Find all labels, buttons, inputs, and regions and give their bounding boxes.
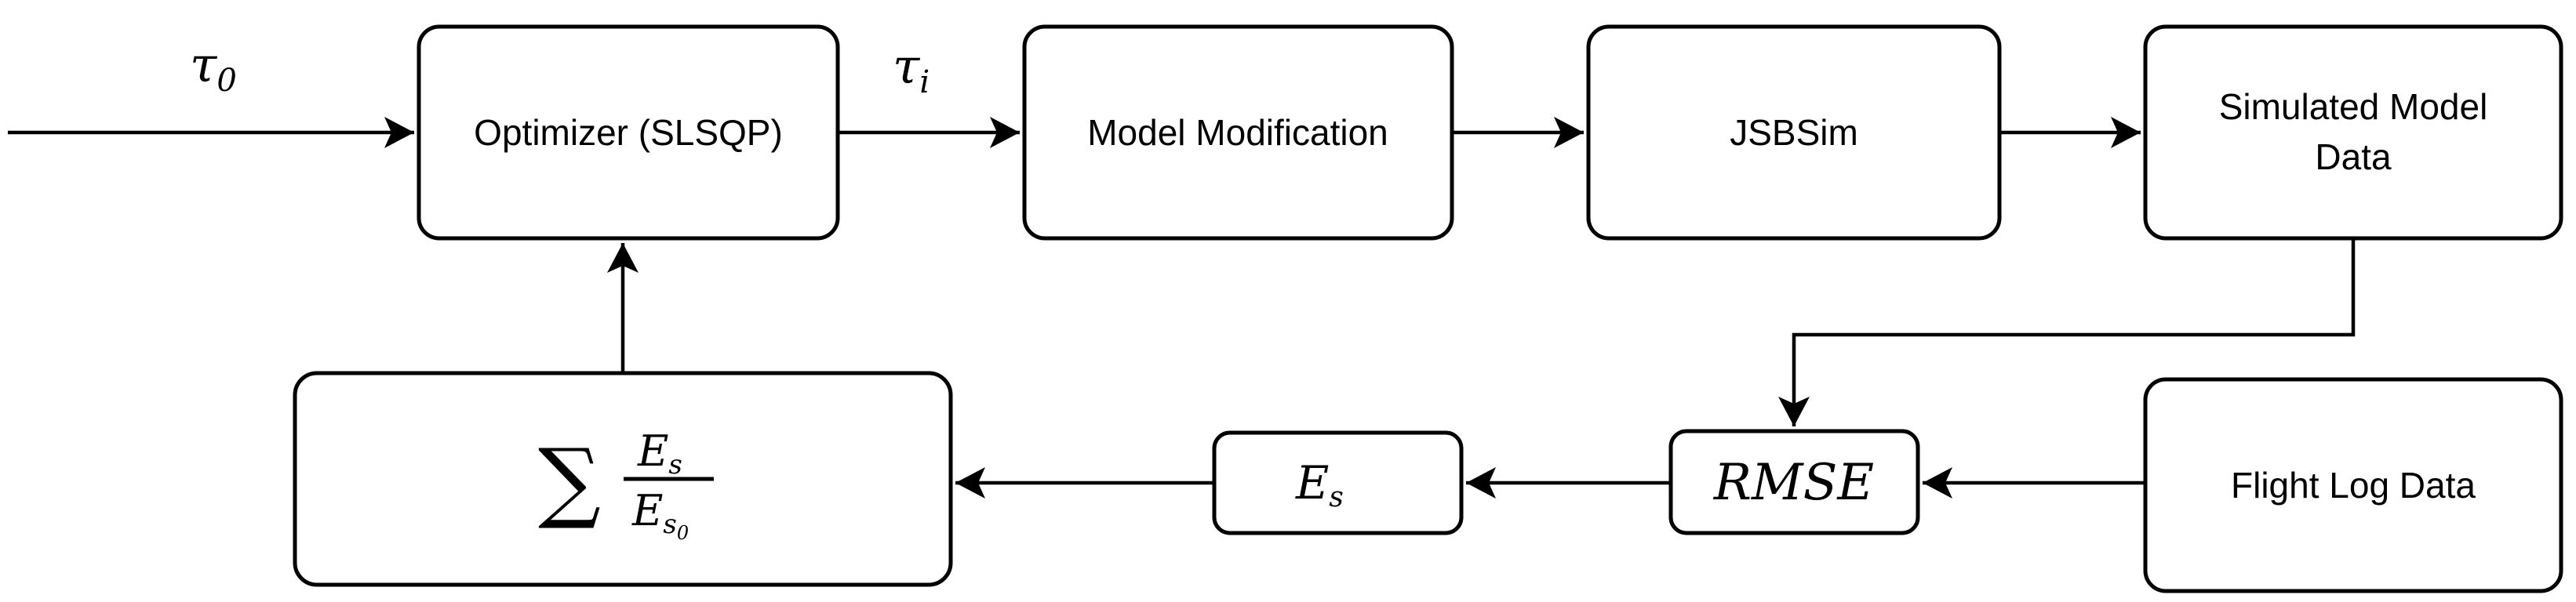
sum-numerator: Es — [637, 426, 682, 481]
edge-simulated-model-data-to-rmse — [1778, 238, 2356, 426]
es-label: Es — [1295, 456, 1344, 513]
rmse-label: RMSE — [1713, 454, 1874, 512]
optimizer-box — [417, 24, 840, 241]
es-box — [1212, 430, 1464, 535]
node-jsbsim: JSBSim — [1586, 24, 2002, 241]
node-simulated-model-data: Simulated Model Data — [2143, 24, 2563, 241]
edge-label-tau-i: τi — [893, 38, 930, 100]
simulated-model-data-box — [2143, 24, 2563, 241]
model-modification-label: Model Modification — [1087, 112, 1388, 153]
node-es: Es — [1212, 430, 1464, 535]
simulated-model-data-label-line2: Data — [2315, 136, 2392, 177]
node-rmse: RMSE — [1668, 429, 1920, 535]
flight-log-data-box — [2143, 377, 2563, 593]
rmse-box — [1668, 429, 1920, 535]
sum-normalized-error-box — [293, 371, 953, 587]
jsbsim-box — [1586, 24, 2002, 241]
node-flight-log-data: Flight Log Data — [2143, 377, 2563, 593]
edge-label-tau0: τ0 — [190, 36, 237, 99]
jsbsim-label: JSBSim — [1730, 112, 1858, 153]
model-modification-box — [1022, 24, 1454, 241]
node-sum-normalized-error: ∑ Es Es0 — [293, 371, 953, 587]
optimizer-label: Optimizer (SLSQP) — [474, 112, 783, 153]
node-optimizer: Optimizer (SLSQP) — [417, 24, 840, 241]
node-model-modification: Model Modification — [1022, 24, 1454, 241]
simulated-model-data-label-line1: Simulated Model — [2219, 86, 2488, 127]
flight-log-data-label: Flight Log Data — [2231, 465, 2476, 506]
sum-sigma-symbol: ∑ — [538, 430, 601, 532]
sum-denominator: Es0 — [631, 486, 689, 544]
